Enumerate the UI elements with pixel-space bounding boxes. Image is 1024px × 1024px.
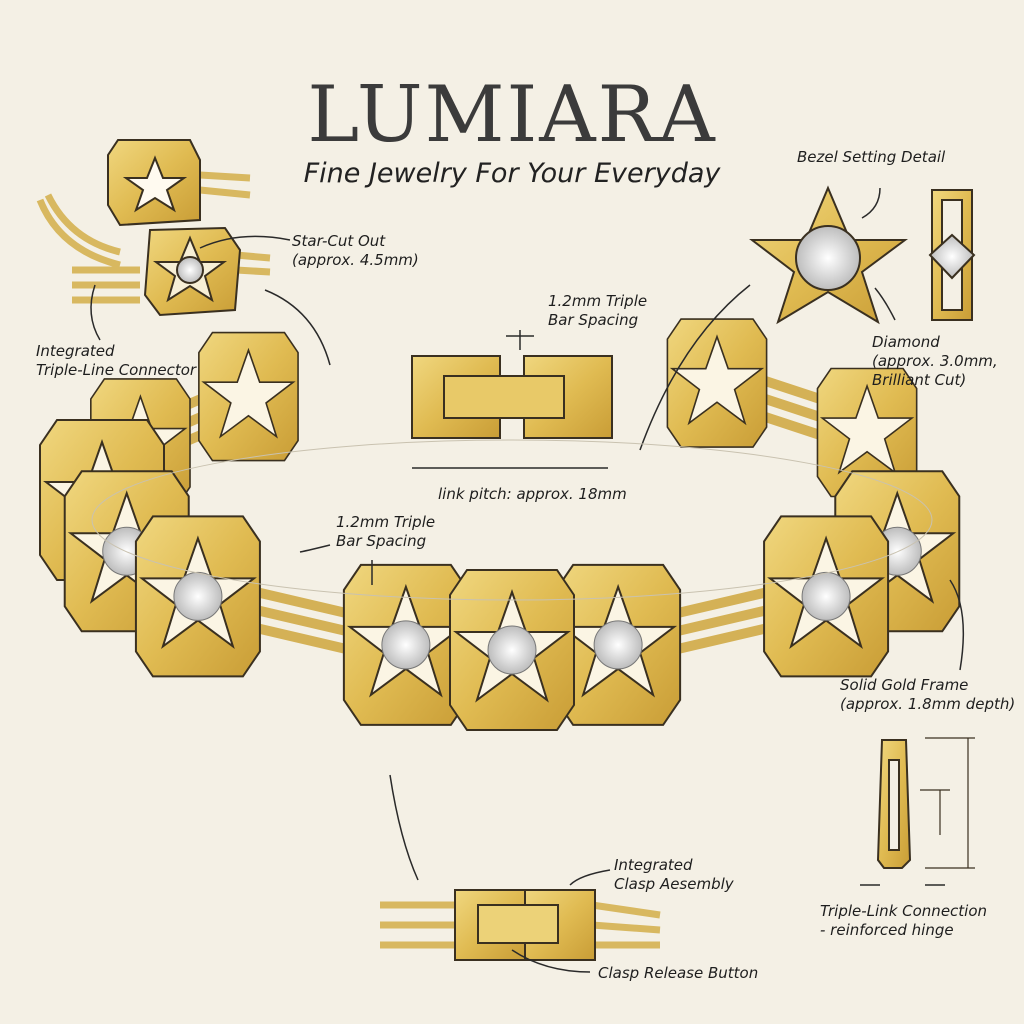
label-star-cut: Star-Cut Out (approx. 4.5mm) bbox=[292, 232, 419, 269]
bracelet-link bbox=[816, 367, 918, 498]
label-clasp-assembly: Integrated Clasp Aesembly bbox=[614, 856, 734, 893]
annotation-arrows bbox=[90, 187, 965, 973]
connector-detail bbox=[36, 139, 271, 317]
bracelet-link bbox=[134, 515, 261, 678]
top-clasp bbox=[411, 355, 613, 439]
bottom-clasp bbox=[380, 889, 661, 961]
bezel-star-detail bbox=[749, 185, 976, 325]
label-bar-spacing-mid: 1.2mm Triple Bar Spacing bbox=[336, 513, 436, 550]
bracelet-link bbox=[666, 318, 768, 448]
bracelet-links bbox=[39, 318, 961, 731]
tagline: Fine Jewelry For Your Everyday bbox=[303, 158, 721, 189]
label-connector: Integrated Triple-Line Connector bbox=[36, 342, 197, 379]
bracelet-link bbox=[449, 569, 575, 731]
label-bar-spacing-top: 1.2mm Triple Bar Spacing bbox=[548, 292, 648, 329]
frame-cross-section bbox=[876, 737, 975, 869]
bracelet-link bbox=[198, 331, 299, 462]
bracelet-link bbox=[342, 563, 469, 726]
label-link-pitch: link pitch: approx. 18mm bbox=[438, 485, 627, 503]
label-solid-frame: Solid Gold Frame (approx. 1.8mm depth) bbox=[840, 676, 1016, 713]
brand-title: LUMIARA bbox=[307, 70, 717, 160]
label-diamond: Diamond (approx. 3.0mm, Brilliant Cut) bbox=[872, 333, 998, 389]
label-triple-link: Triple-Link Connection - reinforced hing… bbox=[820, 902, 988, 939]
label-bezel-setting: Bezel Setting Detail bbox=[797, 148, 946, 166]
bracelet-link bbox=[763, 515, 890, 678]
bracelet-link bbox=[555, 563, 682, 726]
label-clasp-release: Clasp Release Button bbox=[598, 964, 759, 982]
